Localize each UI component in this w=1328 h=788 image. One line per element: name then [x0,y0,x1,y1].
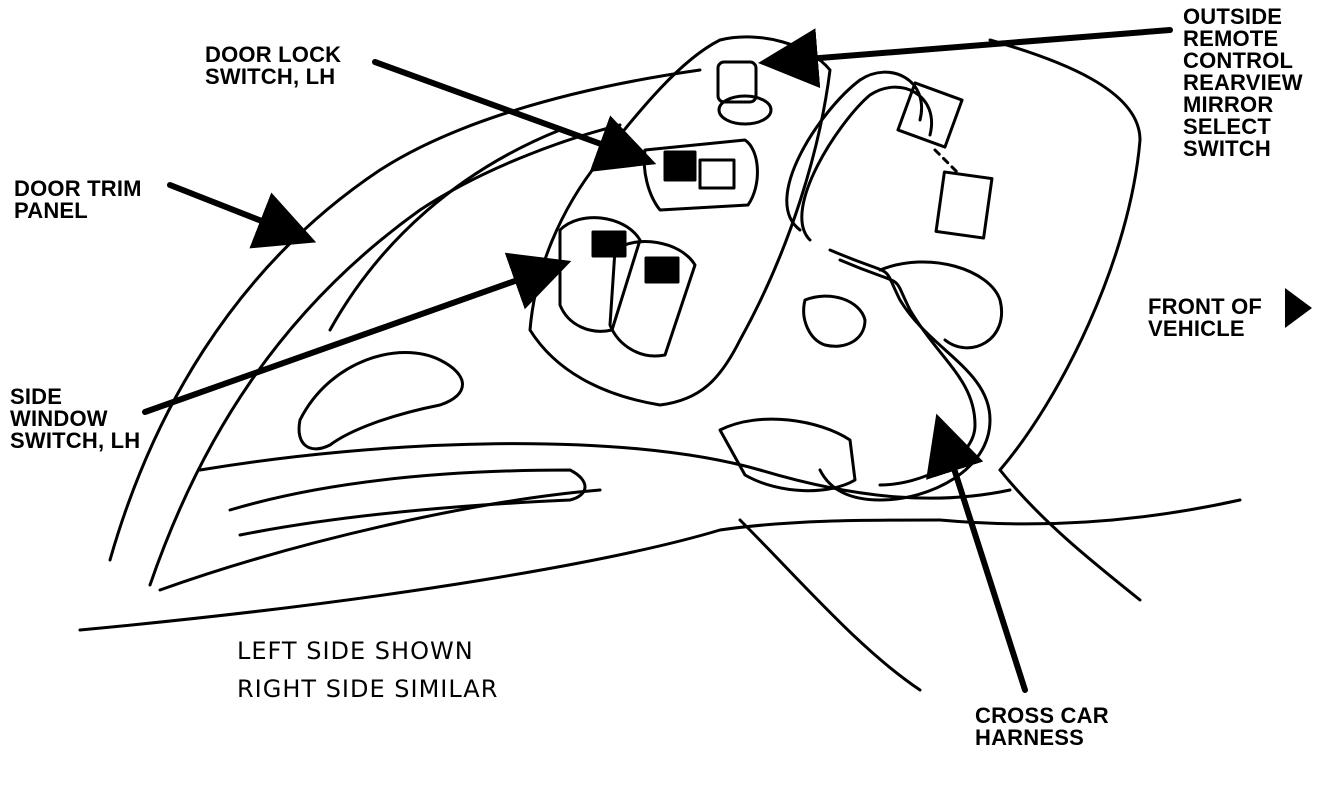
door-trim-panel-label: DOOR TRIM PANEL [14,176,142,223]
armrest-pocket [228,468,587,537]
door-body-line [938,498,1242,526]
door-lock-switch-arrow [372,59,657,172]
door-inner-edge-right [998,468,1142,602]
connector-guide-line [933,148,962,177]
trim-panel-outer-edge [108,68,702,562]
side-window-switch-arrow [142,252,572,415]
trim-panel-arc [328,128,562,332]
harness-wire-2 [800,85,933,242]
cross-car-harness-arrow [926,413,1028,693]
front-of-vehicle-arrow-icon [1285,288,1312,328]
small-connector [802,294,867,348]
lower-panel-curve-2 [738,518,922,692]
harness-wire-4 [838,258,977,487]
lower-panel-curve [78,518,942,632]
window-switch-right-grille [644,256,680,284]
door-pull-handle [297,351,464,451]
door-lock-rocker-left [663,150,697,182]
window-switch-left-grille [591,230,627,258]
armrest-upper-line [198,442,1012,500]
main-connector-block [718,417,857,493]
armrest-lower-line [158,488,602,592]
door-lock-rocker-right [698,158,736,190]
door-trim-panel-arrow [167,182,317,249]
outside-mirror-switch-label: OUTSIDE REMOTE CONTROL REARVIEW MIRROR S… [1183,4,1303,161]
harness-connector-socket [934,170,994,240]
outside-mirror-switch-arrow [758,27,1173,89]
door-outer-edge-right [988,38,1142,472]
window-switch-left [558,216,642,333]
door-lock-switch-label: DOOR LOCK SWITCH, LH [205,42,342,89]
cross-car-harness-label: CROSS CAR HARNESS [975,703,1109,750]
mirror-switch-base [717,94,773,126]
side-note: LEFT SIDE SHOWN RIGHT SIDE SIMILAR [237,637,499,704]
side-window-switch-label: SIDE WINDOW SWITCH, LH [10,384,141,453]
harness-wire-1 [785,70,923,232]
harness-wire-5 [878,260,1004,350]
window-switch-right [608,240,697,358]
front-of-vehicle-label: FRONT OF VEHICLE [1148,294,1263,341]
mirror-connector-plug [896,81,964,149]
harness-wire-3 [818,248,992,502]
mirror-switch-knob [716,60,758,104]
trim-panel-inner-edge [148,123,622,587]
